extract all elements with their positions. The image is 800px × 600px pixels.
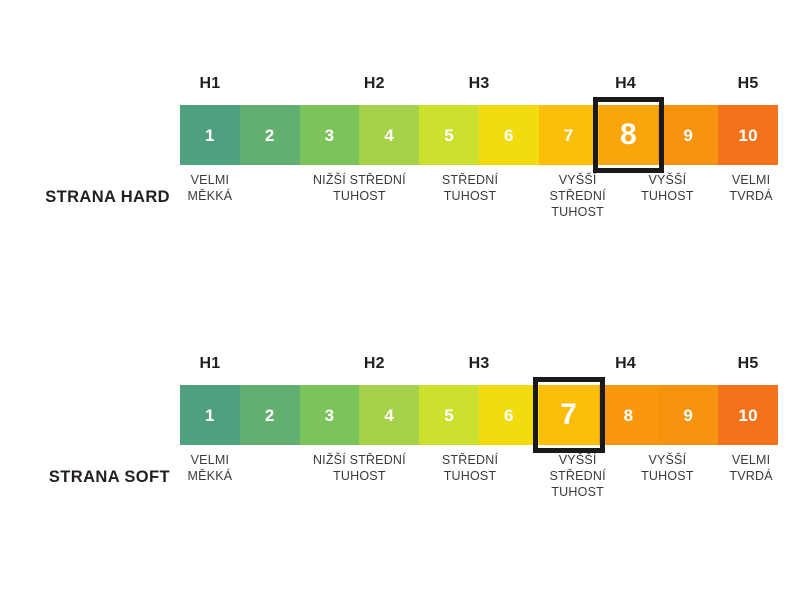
group-label-h4: H4 — [615, 75, 636, 92]
scale-cell-value: 9 — [683, 405, 694, 425]
group-label-h1: H1 — [199, 75, 221, 92]
scale-cell-value: 4 — [384, 405, 395, 425]
scale-cell[interactable]: 1 — [180, 105, 240, 165]
scale-cell-value: 1 — [205, 405, 215, 425]
scale-cell[interactable]: 1 — [180, 385, 240, 445]
scale-cell-value: 10 — [738, 125, 758, 145]
scale-cell-value: 10 — [738, 405, 758, 425]
scale-cell[interactable]: 6 — [478, 105, 539, 165]
scale-cell-value: 3 — [324, 125, 335, 145]
scale-bar: 1 2 3 4 5 6 7 8 9 10 — [180, 97, 778, 173]
scale-cell-value: 6 — [504, 125, 514, 145]
scale-cell-value: 1 — [205, 125, 215, 145]
scale-cell[interactable]: 5 — [419, 105, 479, 165]
group-label-h3: H3 — [468, 355, 490, 372]
scale-cell[interactable]: 2 — [239, 385, 300, 445]
scale-cell-value: 2 — [264, 405, 275, 425]
scale-cell[interactable]: 10 — [718, 105, 778, 165]
scale-cell-value: 9 — [683, 125, 694, 145]
row-title: STRANA HARD — [45, 188, 170, 206]
scale-cell-value: 3 — [324, 405, 335, 425]
scale-cell[interactable]: 9 — [658, 385, 719, 445]
scale-cell[interactable]: 3 — [299, 105, 360, 165]
group-label-h2: H2 — [363, 355, 385, 372]
group-label-h5: H5 — [737, 355, 759, 372]
group-label-h1: H1 — [199, 355, 221, 372]
row-title: STRANA SOFT — [48, 468, 170, 486]
scale-cell-value: 6 — [504, 405, 514, 425]
scale-bar: 1 2 3 4 5 6 7 8 9 10 — [180, 377, 778, 453]
scale-cell-value: 4 — [384, 125, 395, 145]
scale-cell-value: 7 — [560, 398, 578, 431]
scale-cell-selected[interactable]: 8 — [592, 97, 665, 173]
scale-cell-value: 5 — [444, 125, 454, 145]
group-label-row: H1 H2 H3 H4 H5 — [180, 355, 778, 379]
scale-cell[interactable]: 10 — [718, 385, 778, 445]
group-label-h5: H5 — [737, 75, 759, 92]
group-label-h4: H4 — [615, 355, 636, 372]
scale-cell[interactable]: 2 — [239, 105, 300, 165]
scale-cell[interactable]: 9 — [658, 105, 719, 165]
scale-cell-selected[interactable]: 7 — [532, 377, 605, 453]
scale-cell-value: 8 — [619, 118, 637, 151]
scale-cell-value: 5 — [444, 405, 454, 425]
scale-cell[interactable]: 4 — [359, 385, 420, 445]
scale-cell-value: 8 — [623, 405, 634, 425]
scale-cell[interactable]: 7 — [538, 105, 599, 165]
scale-cell[interactable]: 3 — [299, 385, 360, 445]
scale-cell-value: 2 — [264, 125, 275, 145]
scale-cell[interactable]: 6 — [478, 385, 539, 445]
group-label-row: H1 H2 H3 H4 H5 — [180, 75, 778, 99]
scale-cell-value: 7 — [563, 125, 574, 145]
group-label-h3: H3 — [468, 75, 490, 92]
scale-cell[interactable]: 4 — [359, 105, 420, 165]
scale-cell[interactable]: 5 — [419, 385, 479, 445]
group-label-h2: H2 — [363, 75, 385, 92]
scale-cell[interactable]: 8 — [598, 385, 659, 445]
